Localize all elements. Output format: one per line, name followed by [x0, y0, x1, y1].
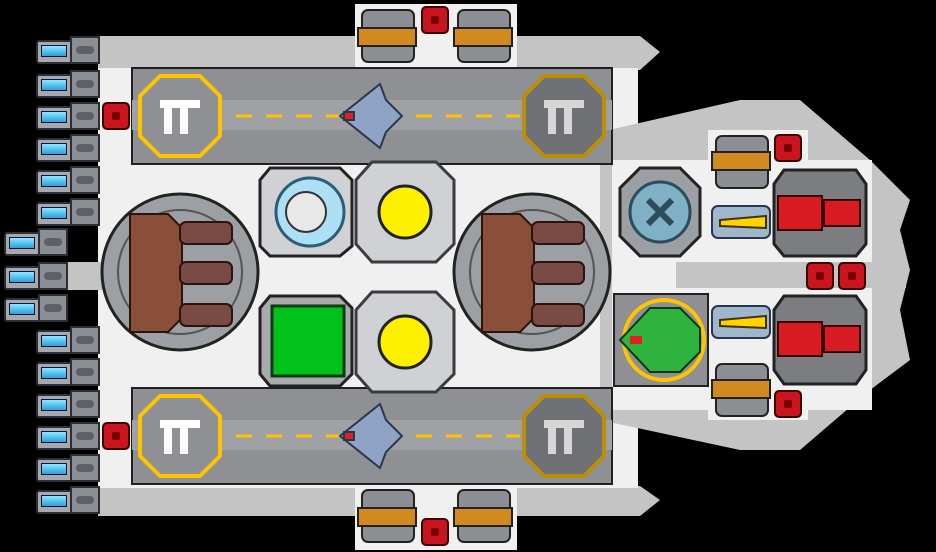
missile-launcher-icon [711, 205, 771, 239]
engine-icon [36, 36, 100, 64]
red-module-icon [838, 262, 866, 290]
round-turret-left [100, 192, 260, 352]
engine-icon [36, 422, 100, 450]
green-module-icon [258, 294, 354, 388]
engine-icon [36, 102, 100, 130]
landing-pad-icon [522, 74, 606, 158]
landing-pad-icon [138, 74, 222, 158]
red-module-icon [774, 390, 802, 418]
heavy-weapon-icon [772, 294, 868, 386]
engine-icon [4, 294, 68, 322]
green-fighter-bay-icon [613, 293, 709, 387]
missile-launcher-icon [711, 305, 771, 339]
red-module-icon [774, 134, 802, 162]
engine-icon [36, 390, 100, 418]
red-module-icon [806, 262, 834, 290]
landing-pad-icon [522, 394, 606, 478]
red-module-icon [421, 6, 449, 34]
hull-plate [66, 262, 106, 290]
engine-icon [36, 454, 100, 482]
landing-pad-icon [138, 394, 222, 478]
engine-icon [36, 198, 100, 226]
engine-icon [4, 262, 68, 290]
fighter-ship-icon [338, 82, 404, 150]
round-turret-right [452, 192, 612, 352]
gear-module-icon [618, 166, 702, 258]
heavy-weapon-icon [772, 168, 868, 258]
reactor-icon [354, 290, 456, 394]
reactor-icon [354, 160, 456, 264]
engine-icon [36, 486, 100, 514]
engine-icon [36, 326, 100, 354]
cannon-icon [453, 9, 513, 63]
red-module-icon [102, 102, 130, 130]
hull-plate [676, 262, 906, 288]
engine-icon [36, 70, 100, 98]
cannon-icon [453, 489, 513, 543]
engine-icon [36, 134, 100, 162]
cannon-icon [711, 363, 771, 417]
cannon-icon [357, 9, 417, 63]
fighter-ship-icon [338, 402, 404, 470]
red-module-icon [102, 422, 130, 450]
engine-icon [36, 358, 100, 386]
shield-module-icon [258, 166, 354, 258]
red-module-icon [421, 518, 449, 546]
cannon-icon [357, 489, 417, 543]
engine-icon [36, 166, 100, 194]
cannon-icon [711, 135, 771, 189]
engine-icon [4, 228, 68, 256]
